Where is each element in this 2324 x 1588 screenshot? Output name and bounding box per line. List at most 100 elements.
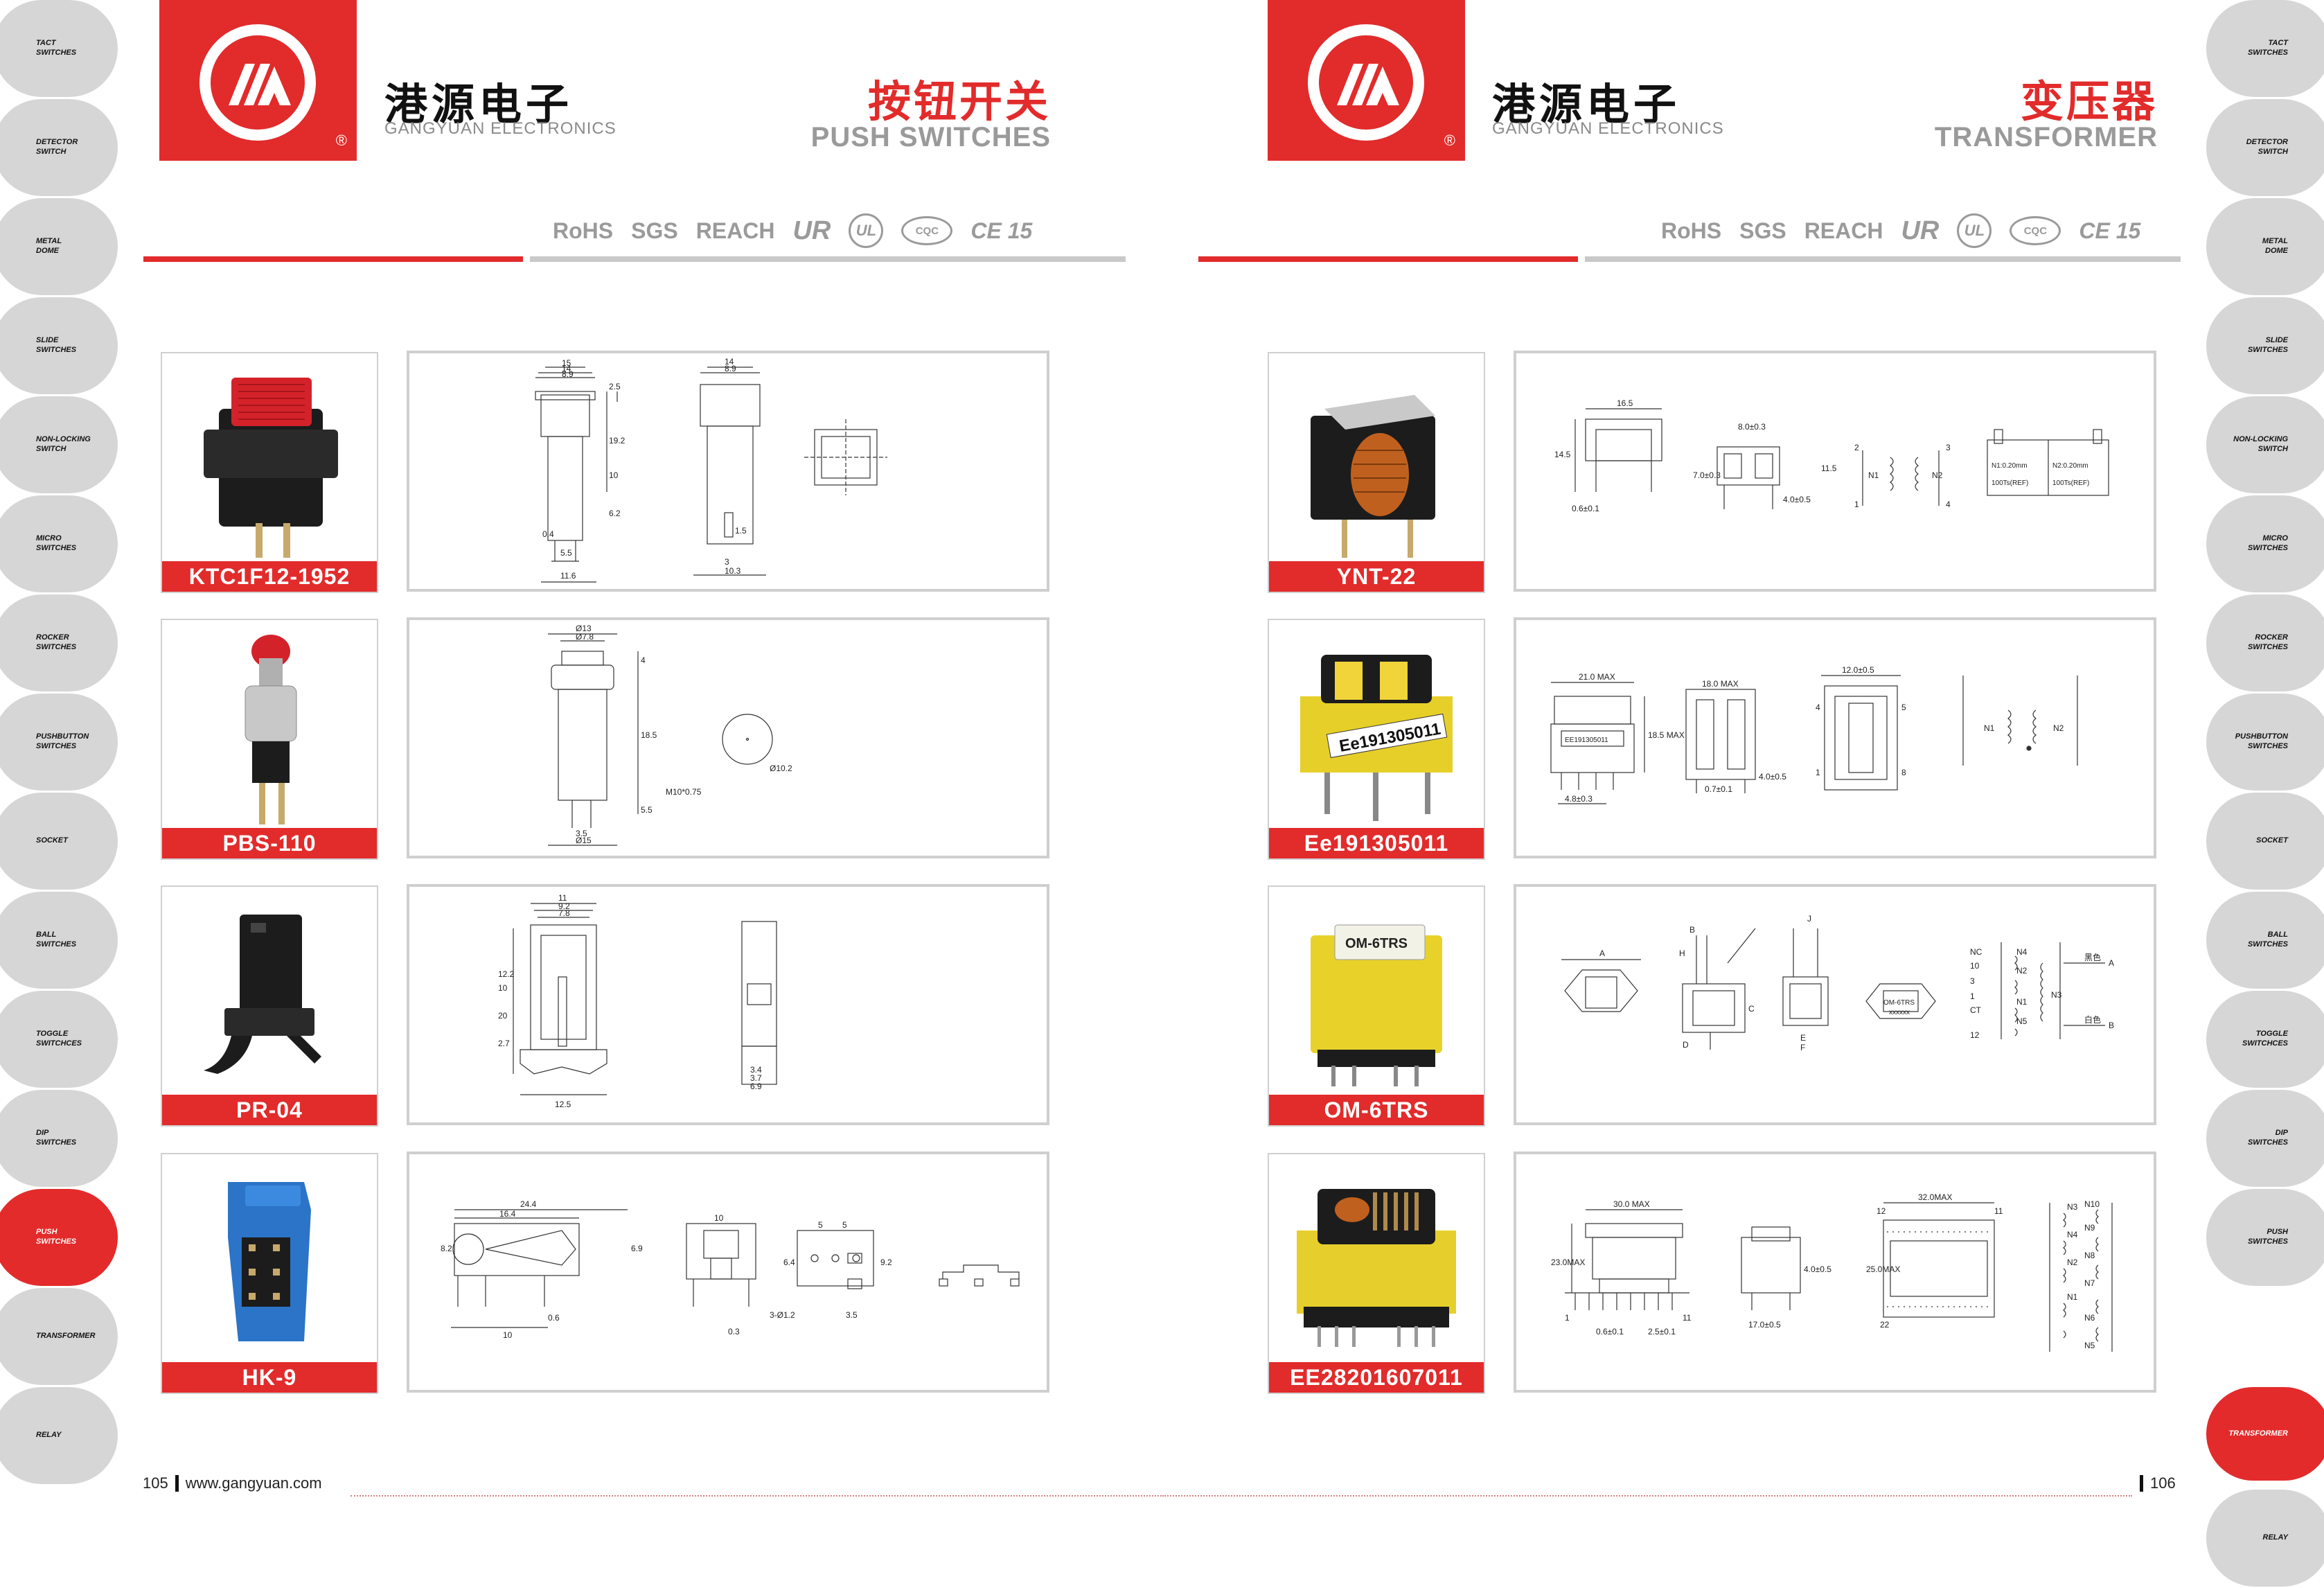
svg-text:11.5: 11.5	[1821, 464, 1837, 473]
tab-relay[interactable]: RELAY	[2206, 1490, 2324, 1587]
svg-text:3.7: 3.7	[750, 1073, 762, 1083]
tab-detector-switch[interactable]: DETECTOR SWITCH	[2206, 99, 2324, 196]
svg-text:xxxxxx: xxxxxx	[1889, 1009, 1910, 1016]
dimension-drawing: 24.4 16.4 8.2 6.9 10 0.6 10 5 5 6.4 9.2 …	[441, 1199, 1020, 1340]
transformer-print-text: OM-6TRS	[1345, 936, 1408, 951]
svg-text:EE191305011: EE191305011	[1565, 736, 1608, 744]
ur-cert-icon: UR	[1901, 215, 1940, 245]
svg-text:N1: N1	[1868, 470, 1879, 480]
svg-text:2.7: 2.7	[498, 1039, 510, 1048]
tab-metal-dome[interactable]: METAL DOME	[0, 198, 118, 295]
technical-drawing: A B C D E F H J NC N4 10 N2 3 1 N1 CT N5…	[1514, 884, 2156, 1125]
product-card[interactable]: PR-04	[161, 885, 378, 1127]
header-rule-gray	[530, 256, 1126, 262]
section-title-cn: 按钮开关	[867, 76, 1051, 127]
svg-text:NC: NC	[1970, 947, 1983, 957]
tab-detector-switch[interactable]: DETECTOR SWITCH	[0, 99, 118, 196]
tab-push-switches[interactable]: PUSH SWITCHES	[2206, 1189, 2324, 1286]
svg-text:3-Ø1.2: 3-Ø1.2	[770, 1310, 795, 1320]
svg-text:A: A	[1599, 949, 1605, 958]
reach-cert: REACH	[695, 218, 775, 243]
product-card[interactable]: HK-9	[161, 1153, 378, 1394]
product-card[interactable]: KTC1F12-1952	[161, 352, 378, 593]
product-model-label: PBS-110	[162, 828, 377, 858]
tab-pushbutton-switches[interactable]: PUSHBUTTON SWITCHES	[2206, 694, 2324, 791]
footer-divider	[175, 1475, 179, 1492]
svg-text:9.2: 9.2	[880, 1258, 892, 1267]
tab-micro-switches[interactable]: MICRO SWITCHES	[0, 495, 118, 592]
svg-text:OM-6TRS: OM-6TRS	[1883, 999, 1915, 1007]
tab-micro-switches[interactable]: MICRO SWITCHES	[2206, 495, 2324, 592]
product-card[interactable]: YNT-22	[1268, 352, 1485, 593]
product-card[interactable]: PBS-110	[161, 619, 378, 860]
tab-rocker-switches[interactable]: ROCKER SWITCHES	[0, 594, 118, 691]
tab-dip-switches[interactable]: DIP SWITCHES	[0, 1090, 118, 1187]
svg-text:N1: N1	[2067, 1292, 2078, 1302]
tab-metal-dome[interactable]: METAL DOME	[2206, 198, 2324, 295]
tab-relay[interactable]: RELAY	[0, 1387, 118, 1484]
tab-transformer[interactable]: TRANSFORMER	[2206, 1387, 2324, 1481]
header-rule-gray	[1585, 256, 2181, 262]
dimension-drawing: 15 14 8.9 2.5 19.2 10 6.2 0.4 5.5 11.6 1…	[535, 357, 887, 583]
tab-ball-switches[interactable]: BALL SWITCHES	[2206, 892, 2324, 989]
tab-non-locking-switch[interactable]: NON-LOCKING SWITCH	[0, 396, 118, 493]
dimension-drawing: Ø13 Ø7.8 4 18.5 M10*0.75 5.5 3.5 Ø15 Ø10…	[548, 624, 792, 846]
product-card[interactable]: OM-6TRS OM-6TRS	[1268, 885, 1485, 1127]
website-link[interactable]: www.gangyuan.com	[185, 1474, 322, 1492]
svg-text:N2: N2	[2053, 723, 2064, 733]
svg-text:N9: N9	[2084, 1223, 2095, 1233]
svg-text:F: F	[1800, 1043, 1805, 1052]
tab-ball-switches[interactable]: BALL SWITCHES	[0, 892, 118, 989]
tab-slide-switches[interactable]: SLIDE SWITCHES	[0, 297, 118, 394]
transformer-photo	[1311, 395, 1435, 558]
svg-text:N7: N7	[2084, 1278, 2095, 1288]
dimension-drawing: 11 9.2 7.8 12.2 10 20 2.7 12.5 3.4 3.7 6…	[498, 893, 777, 1109]
tab-slide-switches[interactable]: SLIDE SWITCHES	[2206, 297, 2324, 394]
svg-text:N1:0.20mm: N1:0.20mm	[1992, 462, 2028, 470]
svg-text:12.0±0.5: 12.0±0.5	[1842, 665, 1874, 675]
tab-tact-switches[interactable]: TACT SWITCHES	[0, 0, 118, 97]
svg-text:2.5±0.1: 2.5±0.1	[1648, 1327, 1676, 1336]
product-card[interactable]: Ee191305011 Ee191305011	[1268, 619, 1485, 860]
svg-text:N3: N3	[2051, 990, 2062, 1000]
svg-text:11: 11	[1994, 1206, 2003, 1216]
svg-text:N5: N5	[2084, 1341, 2095, 1350]
tab-toggle-switches[interactable]: TOGGLE SWITCHCES	[2206, 991, 2324, 1088]
tab-pushbutton-switches[interactable]: PUSHBUTTON SWITCHES	[0, 694, 118, 791]
tab-socket[interactable]: SOCKET	[0, 793, 118, 890]
svg-text:22: 22	[1880, 1320, 1890, 1330]
svg-text:N4: N4	[2016, 947, 2028, 957]
tab-transformer[interactable]: TRANSFORMER	[0, 1288, 118, 1385]
tab-rocker-switches[interactable]: ROCKER SWITCHES	[2206, 594, 2324, 691]
registered-mark: ®	[335, 132, 347, 149]
svg-text:9.2: 9.2	[558, 901, 570, 911]
tab-tact-switches[interactable]: TACT SWITCHES	[2206, 0, 2324, 97]
svg-text:12: 12	[1970, 1030, 1980, 1040]
svg-text:24.4: 24.4	[520, 1199, 537, 1209]
svg-text:16.5: 16.5	[1617, 398, 1633, 408]
cqc-cert-icon: CQC	[2010, 216, 2061, 245]
certification-row: RoHS SGS REACH UR UL CQC CE 15	[553, 213, 1032, 248]
svg-text:4.0±0.5: 4.0±0.5	[1759, 772, 1786, 782]
product-model-label: Ee191305011	[1269, 828, 1484, 858]
svg-text:21.0 MAX: 21.0 MAX	[1579, 672, 1615, 682]
svg-text:20: 20	[498, 1011, 508, 1021]
svg-text:12.5: 12.5	[555, 1100, 571, 1109]
svg-text:E: E	[1800, 1033, 1806, 1043]
svg-text:4.0±0.5: 4.0±0.5	[1804, 1264, 1831, 1274]
tab-push-switches[interactable]: PUSH SWITCHES	[0, 1189, 118, 1286]
svg-text:4: 4	[1946, 500, 1951, 509]
svg-text:N1: N1	[1984, 723, 1995, 733]
tab-dip-switches[interactable]: DIP SWITCHES	[2206, 1090, 2324, 1187]
footer-dotted-line	[1162, 1495, 2132, 1497]
tab-socket[interactable]: SOCKET	[2206, 793, 2324, 890]
brand-name-cn: 港源电子	[1492, 79, 1681, 130]
tab-toggle-switches[interactable]: TOGGLE SWITCHCES	[0, 991, 118, 1088]
svg-text:3.5: 3.5	[576, 829, 587, 838]
svg-text:3: 3	[1946, 443, 1951, 452]
tab-non-locking-switch[interactable]: NON-LOCKING SWITCH	[2206, 396, 2324, 493]
svg-text:1: 1	[1854, 500, 1859, 509]
svg-text:5.5: 5.5	[641, 805, 653, 815]
product-card[interactable]: EE28201607011	[1268, 1153, 1485, 1394]
svg-text:14: 14	[562, 364, 571, 373]
